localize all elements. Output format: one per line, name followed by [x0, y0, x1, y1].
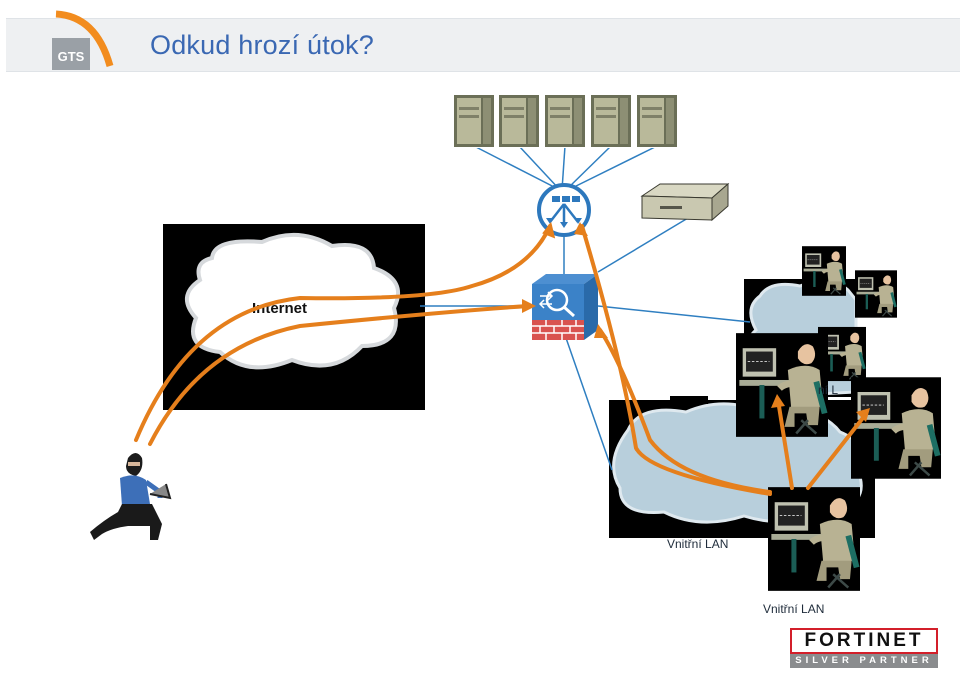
user-workstation-icon — [851, 377, 941, 478]
hacker-with-laptop-icon — [86, 444, 218, 548]
lan-label-partial: ní L — [818, 383, 838, 397]
lan-label: Vnitřní LAN — [763, 602, 824, 616]
partner-level-badge: SILVER PARTNER — [790, 654, 938, 668]
server-icon — [454, 95, 494, 147]
server-icon — [637, 95, 677, 147]
server-icon — [545, 95, 585, 147]
server-icon — [591, 95, 631, 147]
user-workstation-icon — [802, 246, 846, 296]
server-farm — [450, 94, 680, 148]
server-icon — [499, 95, 539, 147]
fortinet-logo: FORTINET — [790, 628, 938, 654]
network-appliance-icon — [642, 184, 728, 220]
user-workstation-icon — [768, 487, 860, 591]
lan-label: Vnitřní LAN — [667, 537, 728, 551]
firewall-icon — [532, 274, 598, 340]
user-workstation-icon — [855, 270, 897, 317]
